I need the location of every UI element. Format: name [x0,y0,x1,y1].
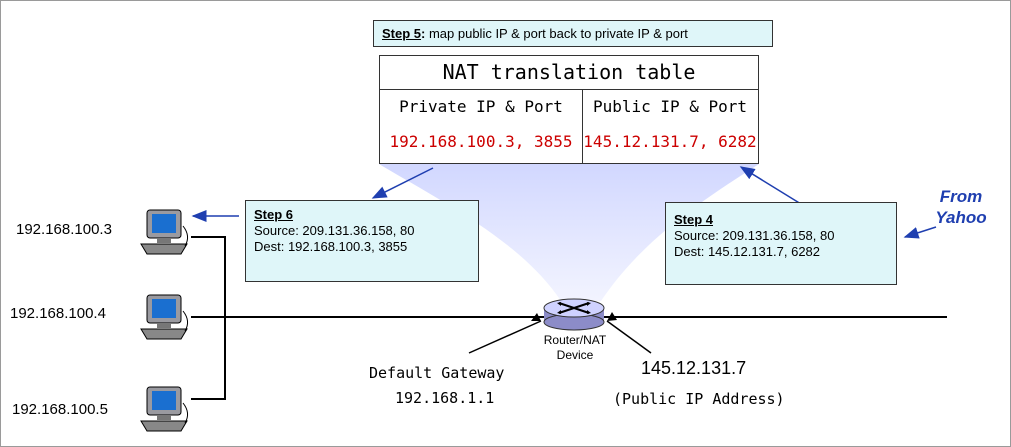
step5-colon: : [421,26,426,41]
nat-value-public: 145.12.131.7, 6282 [583,132,757,151]
host-label-1: 192.168.100.3 [16,221,112,238]
nat-translation-table: NAT translation table Private IP & Port … [379,55,759,164]
nat-col-public: Public IP & Port 145.12.131.7, 6282 [582,89,758,164]
arrow-table-to-step6 [371,167,434,199]
step6-title: Step 6 [254,207,294,222]
step4-dest: Dest: 145.12.131.7, 6282 [674,244,821,259]
arrow-publicip [606,320,652,354]
public-ip-label: (Public IP Address) [613,390,785,408]
computer-icon-1 [140,209,189,255]
step6-dest: Dest: 192.168.100.3, 3855 [254,239,408,254]
nat-header-private: Private IP & Port [399,97,563,116]
default-gateway-label: Default Gateway [369,364,505,382]
nat-value-private: 192.168.100.3, 3855 [389,132,573,151]
nat-header-public: Public IP & Port [592,97,748,116]
arrow-gateway [468,320,542,354]
lan-bus [191,236,226,400]
host-label-2: 192.168.100.4 [10,305,106,322]
router-label-line1: Router/NAT [543,333,607,347]
nat-col-private: Private IP & Port 192.168.100.3, 3855 [380,89,583,164]
from-yahoo-label: From Yahoo [921,186,1001,228]
default-gateway-ip: 192.168.1.1 [395,389,495,407]
step4-source: Source: 209.131.36.158, 80 [674,228,835,243]
step5-text: map public IP & port back to private IP … [425,26,688,41]
from-yahoo-line2: Yahoo [935,208,987,227]
step4-title: Step 4 [674,212,714,227]
nat-table-title: NAT translation table [380,56,758,90]
host-label-3: 192.168.100.5 [12,401,108,418]
public-ip-value: 145.12.131.7 [641,358,747,378]
step6-source: Source: 209.131.36.158, 80 [254,223,415,238]
step5-box: Step 5: map public IP & port back to pri… [373,20,773,47]
router-label-line2: Device [556,348,594,362]
step5-title: Step 5 [382,26,422,41]
arrow-step4-to-table [739,166,802,205]
router-label: Router/NAT Device [537,333,613,363]
router-icon [543,298,605,331]
step4-box: Step 4 Source: 209.131.36.158, 80 Dest: … [665,202,897,285]
translation-cone [379,164,759,301]
from-yahoo-line1: From [939,187,983,206]
computer-icon-2 [140,294,189,340]
step6-box: Step 6 Source: 209.131.36.158, 80 Dest: … [245,200,479,282]
arrow-yahoo-to-step4 [903,226,937,239]
computer-icon-3 [140,386,189,432]
